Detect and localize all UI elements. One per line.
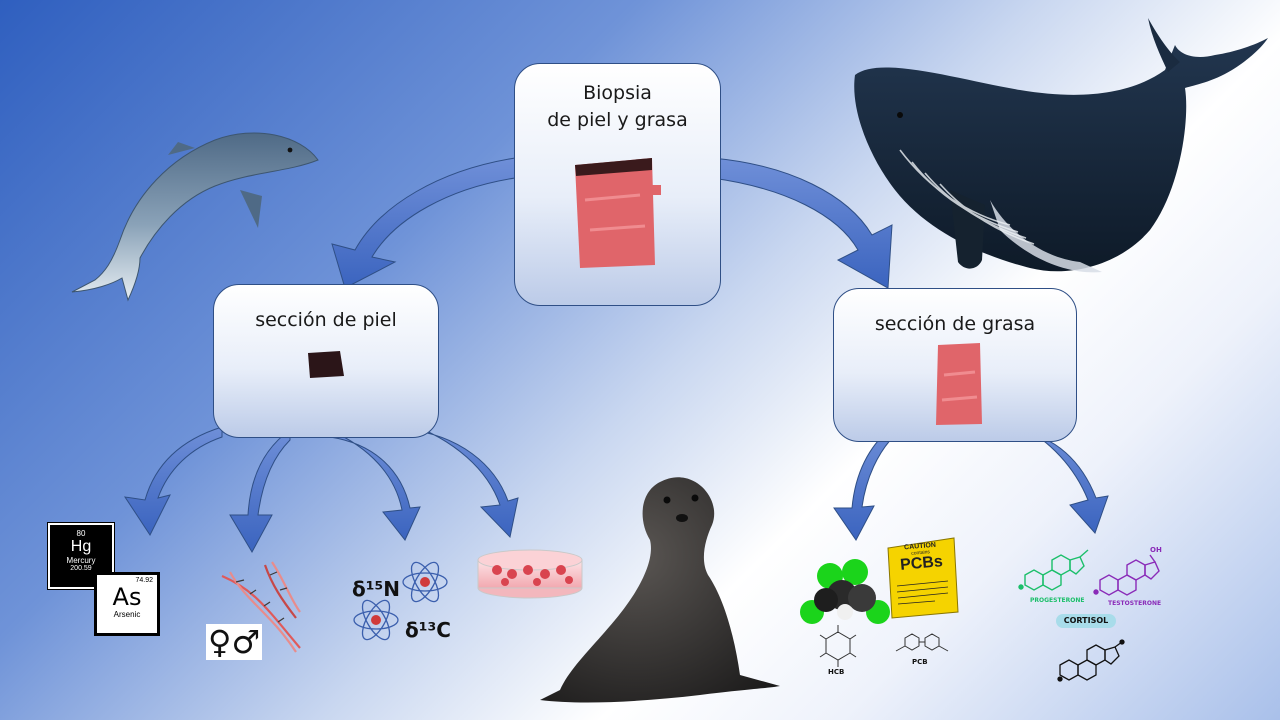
progesterone-label: PROGESTERONE [1030,597,1085,604]
petri-dish-culture-icon [477,549,583,599]
arrow-skin-to-metals [123,426,223,536]
mercury-symbol: Hg [70,538,92,555]
cortisol-structure-icon [1057,639,1125,682]
testosterone-oh-label: OH [1150,546,1162,554]
hcb-structure-icon [819,625,857,667]
biopsy-title-line1: Biopsia [583,82,652,104]
atom-icon-nitrogen [402,561,448,603]
pcb-structure-icon [895,633,949,652]
arrow-skin-to-culture [404,421,519,539]
atom-icon-carbon [353,599,399,641]
dna-helix-icon [221,561,301,653]
arsenic-name: Arsenic [113,610,141,619]
arsenic-element-tile: 74.92 As Arsenic [94,572,160,636]
dolphin-illustration [71,132,319,302]
hcb-label: HCB [828,668,845,676]
mercury-element-tile: 80 Hg Mercury 200.59 [47,522,115,590]
pcb-caution-sign [887,537,959,619]
nitrogen-isotope-label: δ¹⁵N [352,577,400,601]
cortisol-badge: CORTISOL [1056,614,1116,628]
arrow-biopsy-to-skin [331,157,516,289]
progesterone-structure-icon [1018,549,1089,591]
testosterone-label: TESTOSTERONE [1108,600,1162,607]
mercury-atomic-number: 80 [76,529,86,538]
biopsy-title-line2: de piel y grasa [547,109,688,131]
fat-section-label: sección de grasa [874,313,1036,335]
arsenic-atomic-mass: 74.92 [135,577,153,584]
pcb-sign-text: CAUTION contains PCBs [889,540,953,574]
skin-section-box: sección de piel [213,284,439,438]
mercury-mass: 200.59 [70,565,92,572]
arrow-fat-to-organochlorines [833,424,896,541]
carbon-isotope-label: δ¹³C [405,618,451,642]
arrow-skin-to-isotopes [329,429,421,541]
hcb-molecule-model [800,559,890,624]
arsenic-symbol: As [112,583,142,611]
humpback-whale-illustration [854,18,1268,273]
arrow-skin-to-dna [229,429,291,554]
biopsy-box: Biopsia de piel y grasa [514,63,721,306]
arrow-biopsy-to-fat [711,157,893,289]
skin-section-label: sección de piel [255,309,397,331]
sea-lion-illustration [540,477,780,703]
sex-symbols: ♀♂ [206,623,263,661]
pcb-label: PCB [912,658,928,666]
testosterone-structure-icon [1093,554,1160,596]
fat-section-box: sección de grasa [833,288,1077,442]
mercury-name: Mercury [66,556,96,565]
